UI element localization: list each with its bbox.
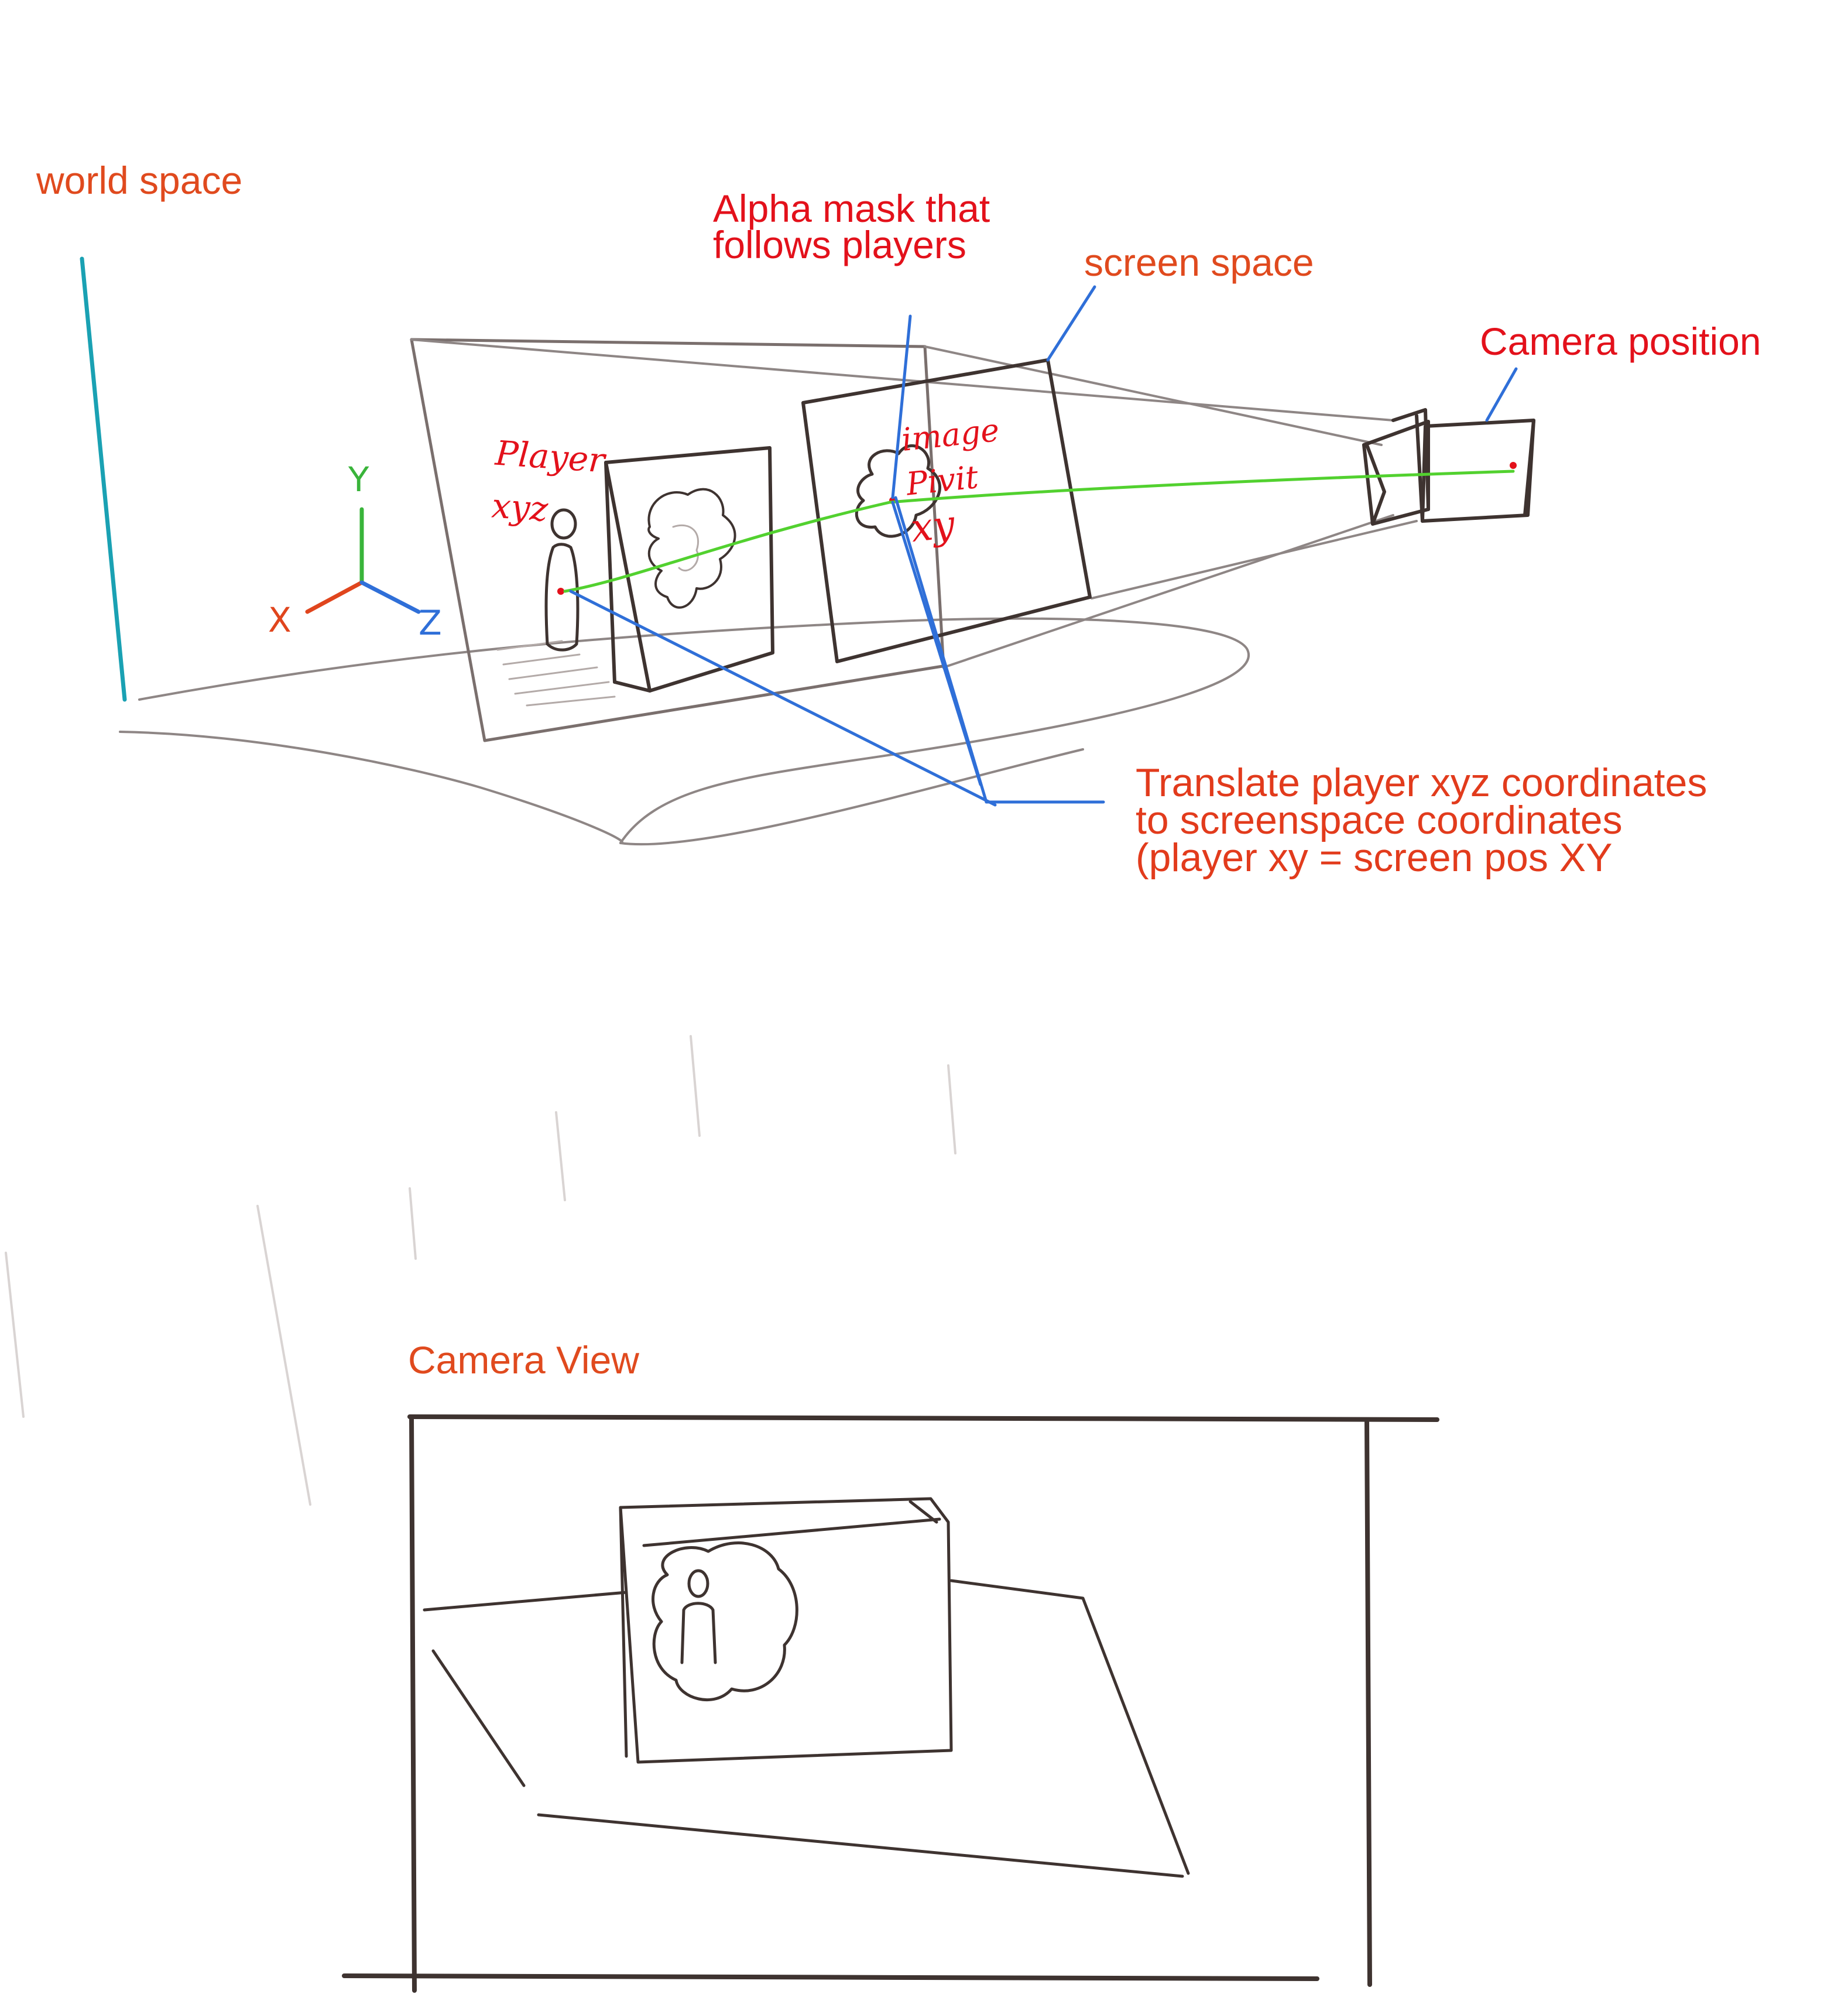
leader-lines [569, 285, 1518, 807]
camera-view-label: Camera View [408, 1338, 639, 1382]
image-pivot-label: image Pivit xy [900, 408, 1011, 551]
alpha-mask-label-line1: Alpha mask that [713, 187, 990, 230]
camera-view-frame [342, 1414, 1439, 1993]
player-shadow-hatch [496, 640, 616, 707]
pencil-smudges [5, 1035, 956, 1506]
camera-view-player [680, 1569, 717, 1664]
world-space-label: world space [36, 159, 243, 202]
axis-x-label: X [268, 600, 292, 640]
alpha-mask-label: Alpha mask that follows players [713, 187, 990, 266]
player-figure [544, 508, 580, 652]
world-space-bar [80, 256, 127, 702]
camera-position-label: Camera position [1480, 320, 1761, 363]
camera-view-scene [423, 1497, 1190, 1878]
world-plane-frame [410, 338, 945, 742]
player-xyz-label-line2: xyz [490, 485, 550, 529]
cloud-mask-sketch [647, 488, 736, 609]
screen-space-label: screen space [1084, 241, 1314, 284]
translate-label: Translate player xyz coordinates to scre… [1136, 760, 1708, 880]
camera-body [1362, 408, 1535, 526]
cloud-mask-inner [672, 524, 700, 572]
camera-point [1510, 462, 1517, 469]
axes-gizmo [305, 507, 421, 614]
player-xyz-label-line1: Player [493, 433, 606, 481]
axis-y-label: Y [348, 460, 369, 499]
ground-plane [119, 617, 1250, 846]
axis-z-label: Z [419, 603, 442, 643]
player-xyz-label: Player xyz [490, 427, 606, 540]
projection-trace [563, 470, 1515, 593]
player-point [557, 588, 564, 595]
screen-space-frame [801, 358, 1092, 663]
translate-label-line3: (player xy = screen pos XY [1136, 835, 1613, 880]
translate-label-line1: Translate player xyz coordinates [1136, 760, 1708, 805]
alpha-mask-label-line2: follows players [713, 223, 966, 266]
player-box [604, 446, 774, 693]
alpha-mask-blob [855, 444, 941, 538]
translate-label-line2: to screenspace coordinates [1136, 798, 1623, 842]
camera-frustum [410, 338, 1418, 669]
